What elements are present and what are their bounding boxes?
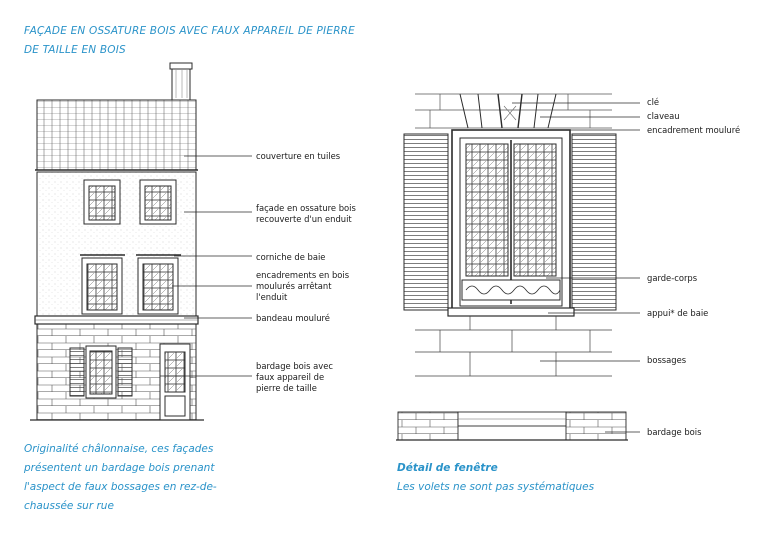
label-encadrement-moulure: encadrement mouluré	[647, 125, 741, 135]
label-garde-corps: garde-corps	[647, 273, 698, 283]
right-caption-heading: Détail de fenêtre	[397, 462, 498, 474]
left-caption-line-1: Originalité châlonnaise, ces façades	[24, 443, 214, 455]
left-leader-lines	[160, 155, 252, 377]
right-caption-text: Les volets ne sont pas systématiques	[397, 481, 595, 493]
page-title-line-1: FAÇADE EN OSSATURE BOIS AVEC FAUX APPARE…	[24, 25, 356, 37]
window-upper-left	[83, 179, 121, 225]
label-cle: clé	[647, 97, 660, 107]
label-facade-line-1: façade en ossature bois	[256, 203, 356, 213]
front-door	[159, 343, 191, 421]
label-corniche: corniche de baie	[256, 252, 326, 262]
window-upper-right	[139, 179, 177, 225]
page-title-line-2: DE TAILLE EN BOIS	[24, 44, 126, 56]
window-detail-drawing	[396, 93, 628, 441]
label-bardage-bois: bardage bois	[647, 427, 702, 437]
ground-window	[69, 345, 133, 399]
label-couverture: couverture en tuiles	[256, 151, 341, 161]
left-shutter	[403, 133, 449, 311]
left-caption-line-4: chaussée sur rue	[24, 500, 114, 512]
label-encadrements-line-2: moulurés arrêtant	[256, 281, 332, 291]
label-appui: appui* de baie	[647, 308, 709, 318]
label-bardage-line-1: bardage bois avec	[256, 361, 333, 371]
right-leader-lines	[512, 102, 640, 433]
railing	[461, 279, 561, 301]
label-bardage-line-2: faux appareil de	[256, 372, 325, 382]
label-facade-line-2: recouverte d'un enduit	[256, 214, 352, 224]
label-encadrements-line-3: l'enduit	[256, 292, 288, 302]
label-claveau: claveau	[647, 111, 680, 121]
label-encadrements-line-1: encadrements en bois	[256, 270, 350, 280]
label-bandeau: bandeau mouluré	[256, 313, 330, 323]
left-caption-line-3: l'aspect de faux bossages en rez-de-	[24, 481, 217, 493]
right-shutter	[571, 133, 617, 311]
roof	[36, 99, 197, 171]
window-middle-left	[81, 257, 123, 315]
left-caption-line-2: présentent un bardage bois prenant	[24, 462, 215, 474]
label-bossages: bossages	[647, 355, 687, 365]
label-bardage-line-3: pierre de taille	[256, 383, 317, 393]
house-facade-drawing	[30, 62, 204, 421]
chimney	[171, 65, 191, 101]
